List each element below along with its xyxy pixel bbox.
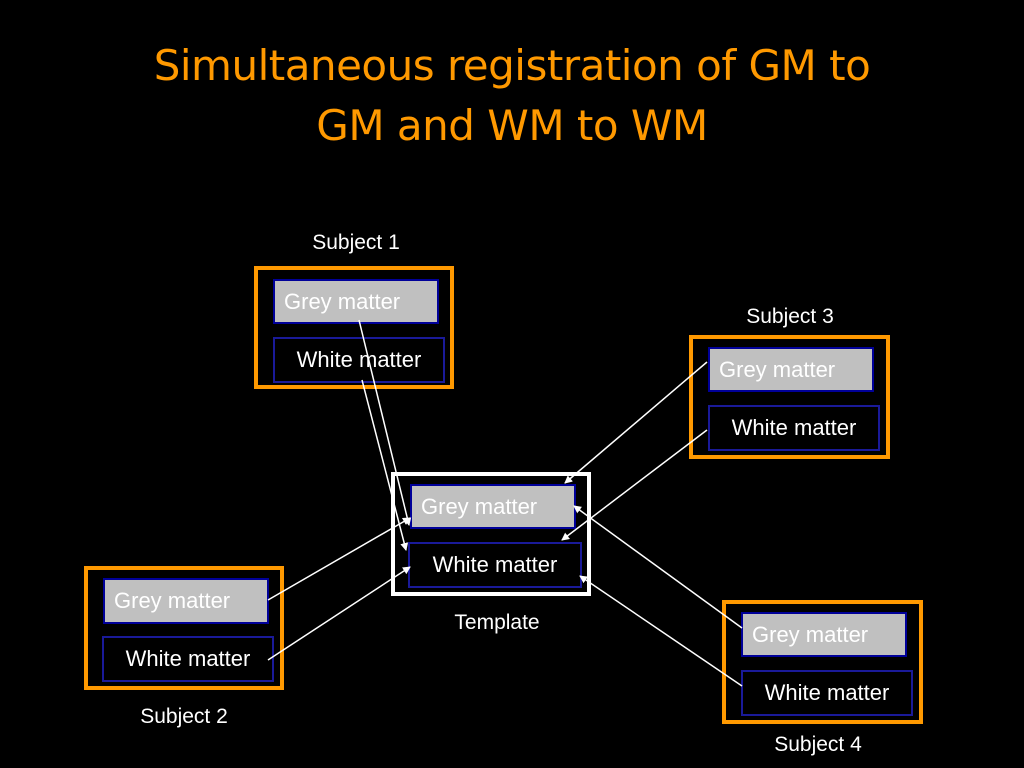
arrow-s4-gm-to-template-gm: [573, 505, 743, 629]
subject-3-white-matter: White matter: [708, 405, 880, 451]
template-group: Grey matter White matter: [391, 472, 591, 596]
arrow-s2-wm-to-template-wm: [267, 566, 411, 661]
subject-2-group: Grey matter White matter: [84, 566, 284, 690]
subject-3-group: Grey matter White matter: [689, 335, 890, 459]
arrow-s3-gm-to-template-gm: [564, 361, 708, 484]
subject-1-group: Grey matter White matter: [254, 266, 454, 389]
subject-4-grey-matter: Grey matter: [741, 612, 907, 657]
template-grey-matter: Grey matter: [410, 484, 576, 529]
title-line-2: GM and WM to WM: [316, 101, 708, 150]
subject-2-label: Subject 2: [140, 705, 228, 728]
template-white-matter: White matter: [408, 542, 582, 588]
template-label: Template: [454, 611, 540, 634]
slide-title: Simultaneous registration of GM to GM an…: [0, 36, 1024, 156]
subject-1-white-matter: White matter: [273, 337, 445, 383]
subject-2-white-matter: White matter: [102, 636, 274, 682]
arrow-s2-gm-to-template-gm: [267, 517, 411, 601]
subject-4-white-matter: White matter: [741, 670, 913, 716]
subject-1-grey-matter: Grey matter: [273, 279, 439, 324]
subject-4-label: Subject 4: [774, 733, 862, 756]
subject-2-grey-matter: Grey matter: [103, 578, 269, 624]
subject-4-group: Grey matter White matter: [722, 600, 923, 724]
subject-3-grey-matter: Grey matter: [708, 347, 874, 392]
title-line-1: Simultaneous registration of GM to: [153, 41, 871, 90]
arrow-s4-wm-to-template-wm: [579, 575, 743, 687]
subject-3-label: Subject 3: [746, 305, 834, 328]
subject-1-label: Subject 1: [312, 231, 400, 254]
